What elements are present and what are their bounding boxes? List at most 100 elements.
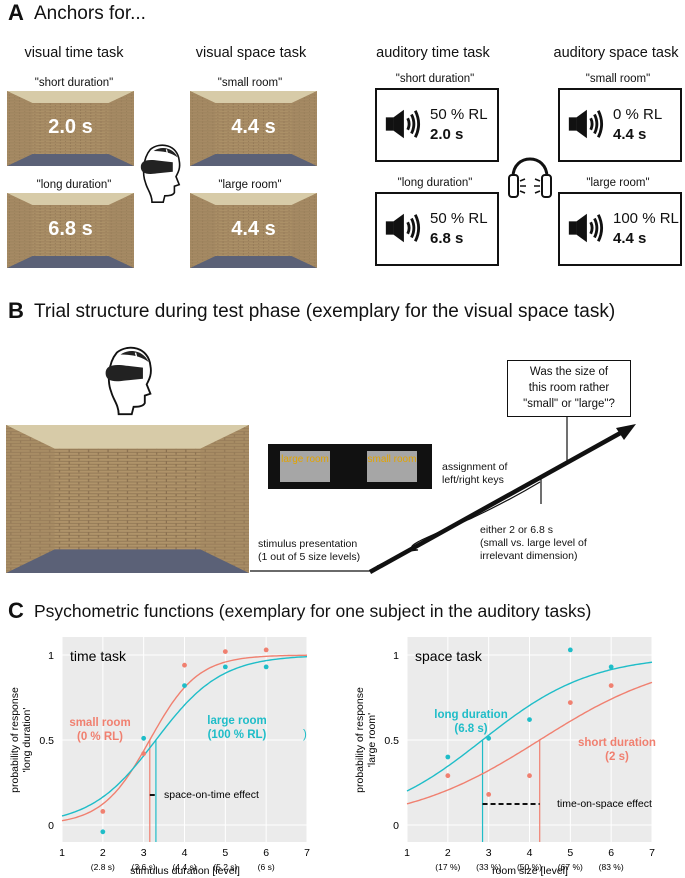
space-data-point [527,717,532,722]
question-line-3: "small" or "large"? [523,398,615,410]
stimulus-line-1: stimulus presentation [258,538,358,550]
space-red-label-2: (2 s) [605,751,629,763]
time-x-subtick-label: (6 s) [258,862,275,872]
time-effect-label: space-on-time effect [164,789,259,801]
assignment-line-1: assignment of [442,461,508,473]
right-key-label: small room [367,451,417,482]
time-x-tick-label: 1 [59,847,65,859]
assignment-line-2: left/right keys [442,474,504,486]
space-data-point [608,664,614,670]
time-x-tick-label: 7 [304,847,310,859]
space-fit-curve-1 [406,681,653,805]
delay-line-1: either 2 or 6.8 s [480,524,553,536]
space-data-point [445,773,451,779]
assignment-text: assignment of left/right keys [442,461,507,487]
space-data-point [445,754,451,760]
question-line-1: Was the size of [529,366,609,378]
visual-space-large-value: 4.4 s [231,218,276,240]
stimulus-text: stimulus presentation (1 out of 5 size l… [258,538,360,564]
auditory-space-large-duration: 4.4 s [613,230,647,247]
space-x-tick-label: 6 [608,847,614,859]
space-x-subtick-label: (33 %) [476,862,501,872]
space-x-tick-label: 3 [486,847,492,859]
auditory-space-large-rl: 100 % RL [613,210,679,227]
space-x-tick-label: 2 [445,847,451,859]
time-red-label-2: (0 % RL) [77,731,123,743]
space-effect-label: time-on-space effect [557,798,652,810]
auditory-time-short-box: 50 % RL 2.0 s [375,88,499,162]
auditory-time-short-rl: 50 % RL [430,106,488,123]
time-x-tick-label: 3 [141,847,147,859]
headphones-icon [508,157,552,198]
space-red-label-1: short duration [578,737,656,749]
space-x-subtick-label: (83 %) [599,862,624,872]
time-x-tick-label: 4 [182,847,188,859]
delay-line-2: (small vs. large level of [480,537,587,549]
time-x-subtick-label: (5.2 s) [213,862,237,872]
time-task-ylabel-2: 'long duration' [21,708,33,773]
space-task-plot-label: space task [415,648,483,664]
panel-c-title: Psychometric functions (exemplary for on… [34,601,592,621]
panel-b-title: Trial structure during test phase (exemp… [34,301,616,322]
space-x-subtick-label: (17 %) [435,862,460,872]
space-data-point [527,773,532,779]
visual-time-short-room-image: 2.0 s [7,91,134,166]
space-task-ylabel-2: 'large room' [366,713,378,767]
visual-time-long-label: "long duration" [36,179,112,191]
space-x-subtick-label: (50 %) [517,862,542,872]
space-data-point [486,792,492,797]
panel-a-letter: A [8,0,24,25]
space-data-point [608,683,614,688]
auditory-time-long-box: 50 % RL 6.8 s [375,192,499,266]
space-data-point [567,700,573,705]
auditory-space-large-label: "large room" [586,177,650,189]
delay-line-3: irrelevant dimension) [480,550,578,562]
visual-time-long-room-image: 6.8 s [7,193,134,268]
space-y-tick-label: 0.5 [384,735,399,747]
time-x-subtick-label: (3.6 s) [132,862,156,872]
time-task-ylabel-1: probability of response [9,687,21,793]
visual-space-large-room-image: 4.4 s [190,193,317,268]
time-y-tick-label: 1 [48,650,54,662]
time-data-point [263,664,269,670]
space-x-subtick-label: (67 %) [558,862,583,872]
time-data-point [100,809,106,814]
delay-text: either 2 or 6.8 s (small vs. large level… [480,524,587,563]
time-x-tick-label: 5 [222,847,228,859]
space-x-tick-label: 5 [567,847,573,859]
time-task-plot-label: time task [70,648,127,664]
space-y-tick-label: 1 [393,650,399,662]
auditory-space-large-box: 100 % RL 4.4 s [558,192,682,266]
question-box: Was the size of this room rather "small"… [507,360,631,417]
auditory-time-task-title: auditory time task [376,45,490,61]
space-cyan-label-1: long duration [434,709,507,721]
visual-time-long-value: 6.8 s [48,218,93,240]
space-fit-curve-0 [406,661,653,792]
visual-space-small-room-image: 4.4 s [190,91,317,166]
visual-space-task-title: visual space task [195,45,307,61]
time-data-point [141,751,147,756]
auditory-space-small-duration: 4.4 s [613,126,647,143]
panel-b-letter: B [8,298,24,323]
space-task-xlabel: room size [level] [492,865,568,877]
auditory-space-small-box: 0 % RL 4.4 s [558,88,682,162]
visual-space-small-value: 4.4 s [231,116,276,138]
space-x-tick-label: 1 [404,847,410,859]
question-line-2: this room rather [528,382,610,394]
time-data-point [100,829,106,835]
space-x-tick-label: 4 [527,847,533,859]
auditory-time-short-duration: 2.0 s [430,126,464,143]
time-data-point [141,735,147,741]
left-key-label: large room [280,451,330,482]
visual-time-short-label: "short duration" [34,77,114,89]
time-cyan-label-2: (100 % RL) [208,729,267,741]
key-assignment-display: large room small room [268,444,432,489]
time-x-subtick-label: (4.4 s) [172,862,196,872]
space-cyan-label-2: (6.8 s) [454,723,487,735]
auditory-space-task-title: auditory space task [553,45,679,61]
visual-time-short-value: 2.0 s [48,116,93,138]
space-y-tick-label: 0 [393,820,399,832]
auditory-space-small-label: "small room" [585,73,651,85]
